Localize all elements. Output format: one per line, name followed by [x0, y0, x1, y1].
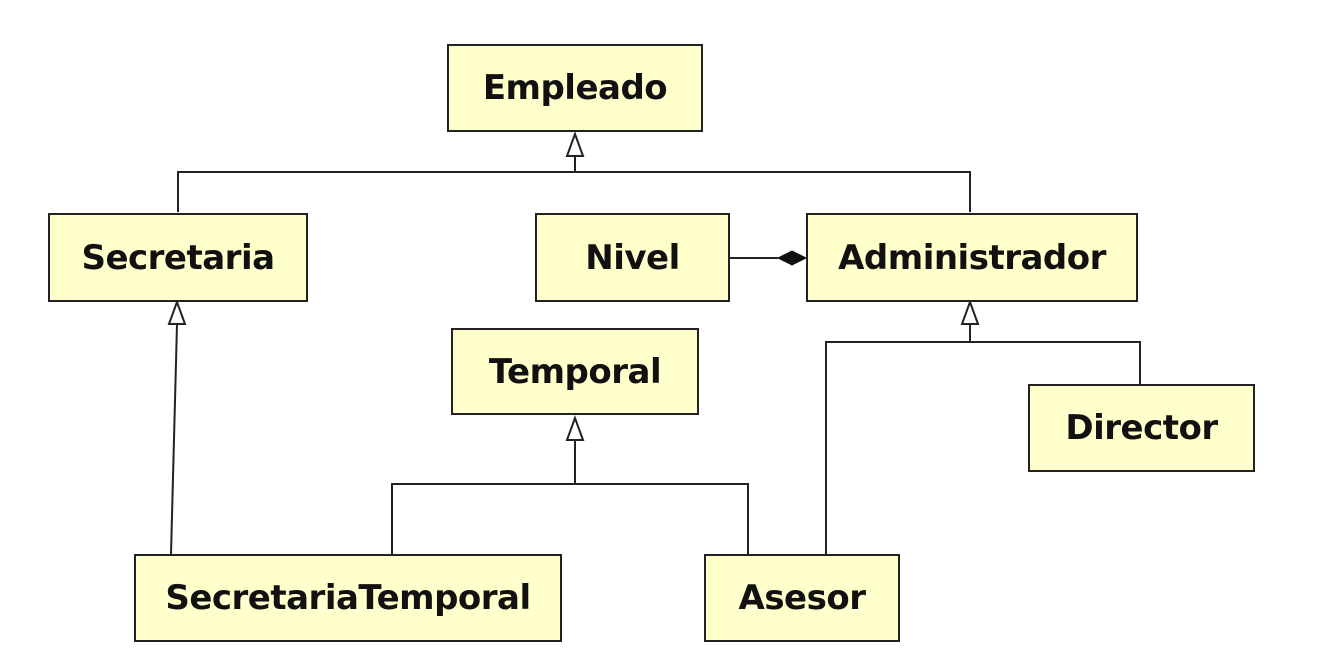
generalization-line-asesor-administrador — [825, 341, 970, 554]
generalization-line-director-administrador — [969, 324, 1141, 384]
generalization-arrowhead-administrador — [960, 299, 980, 325]
class-temporal[interactable]: Temporal — [451, 328, 699, 415]
generalization-line-asesor-temporal — [574, 440, 749, 554]
class-empleado[interactable]: Empleado — [447, 44, 703, 132]
class-asesor[interactable]: Asesor — [704, 554, 900, 642]
generalization-arrowhead-empleado — [565, 131, 585, 157]
composition-diamond — [776, 250, 808, 266]
generalization-line-secretariatemporal-secretaria — [170, 323, 178, 555]
generalization-line-secretaria-empleado — [177, 171, 575, 212]
generalization-line-secretariatemporal-temporal — [391, 483, 575, 554]
class-nivel[interactable]: Nivel — [535, 213, 730, 302]
class-administrador[interactable]: Administrador — [806, 213, 1138, 302]
class-director[interactable]: Director — [1028, 384, 1255, 472]
generalization-arrowhead-temporal — [565, 415, 585, 441]
class-secretaria-temporal[interactable]: SecretariaTemporal — [134, 554, 562, 642]
generalization-line-administrador-empleado — [574, 156, 971, 212]
class-secretaria[interactable]: Secretaria — [48, 213, 308, 302]
generalization-arrowhead-secretaria — [167, 299, 187, 325]
